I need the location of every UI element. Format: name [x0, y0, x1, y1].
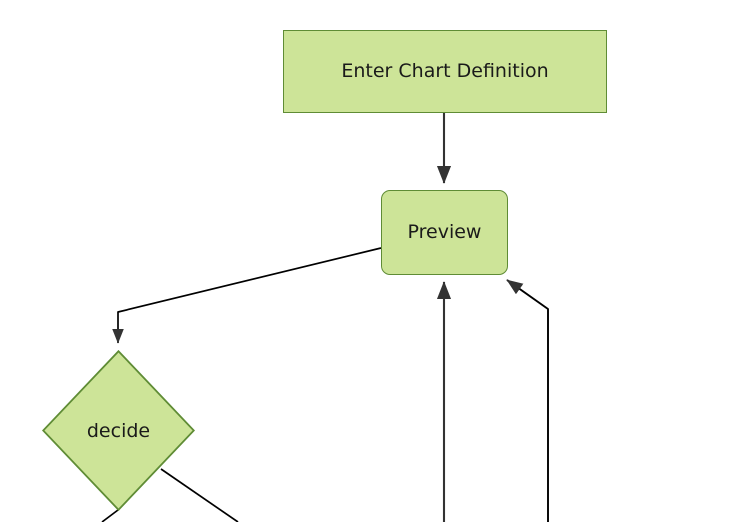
edge-decide-out-left [101, 509, 119, 522]
edge-decide-out-right [160, 468, 239, 522]
node-label: decide [86, 419, 151, 442]
node-label: Enter Chart Definition [341, 60, 549, 83]
edge-return-right-to-preview [506, 279, 549, 522]
node-label: Preview [407, 221, 482, 244]
node-decide[interactable]: decide [42, 350, 195, 511]
edge-preview-to-decide [112, 247, 382, 344]
node-enter-chart-definition[interactable]: Enter Chart Definition [283, 30, 607, 113]
diamond-shape [42, 350, 195, 511]
node-preview[interactable]: Preview [381, 190, 508, 275]
